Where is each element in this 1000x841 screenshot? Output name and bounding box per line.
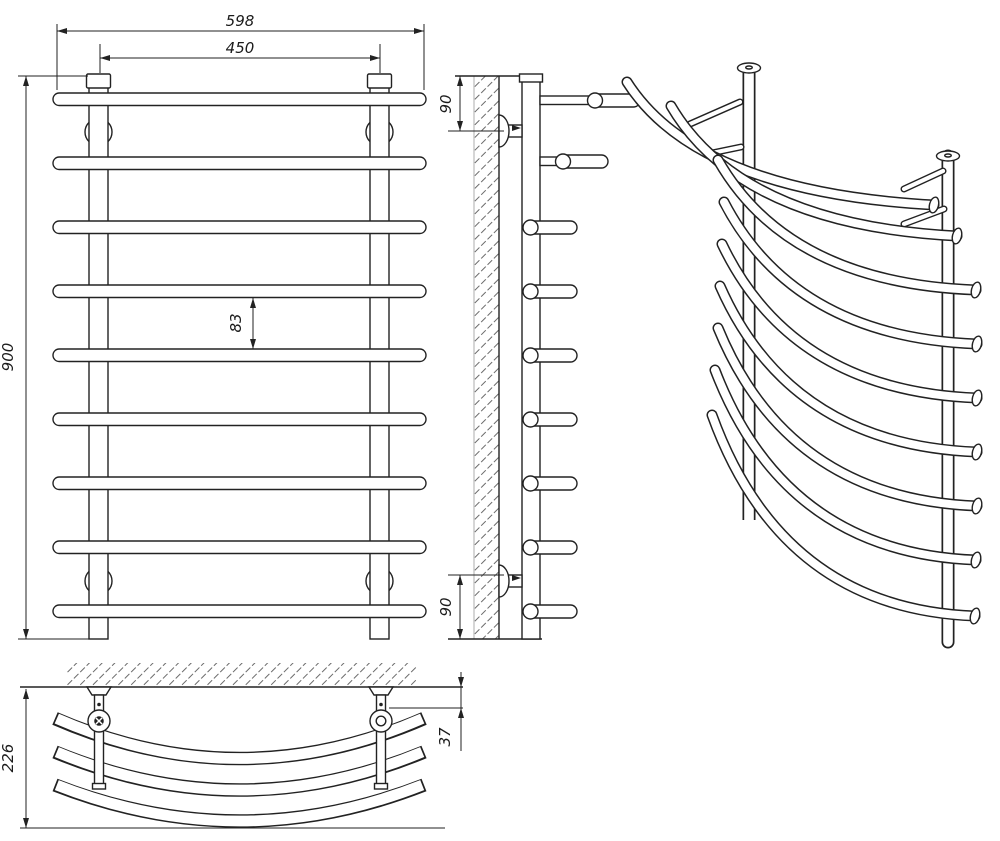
dim-label-226: 226 [0,744,17,773]
plan-view: 226 37 [0,663,464,829]
persp-rung-ends [928,196,983,625]
plan-wall-hatch [67,663,417,687]
front-view: 598 450 900 83 [0,12,427,640]
front-post-cap-left [85,73,112,89]
side-rung-5 [522,347,578,364]
plan-arcs [52,712,427,828]
front-rung-4 [52,284,427,299]
side-rung-4 [522,283,578,300]
front-rung-6 [52,412,427,427]
dim-label-450: 450 [226,39,255,57]
side-rung-1 [539,92,641,109]
perspective-view [621,62,983,649]
front-post-cap-right [366,73,393,89]
dim-label-598: 598 [226,12,255,30]
dim-label-37: 37 [436,727,454,747]
front-rung-9 [52,604,427,619]
front-rung-3 [52,220,427,235]
dim-mount-spacing: 450 [99,39,381,73]
side-rung-6 [522,411,578,428]
side-post-cap [518,73,544,83]
dim-rung-gap: 83 [227,298,256,349]
dim-label-90-bottom: 90 [437,597,455,616]
plan-bracket-left [85,686,113,790]
dim-overall-width: 598 [56,12,425,90]
front-rung-2 [52,156,427,171]
plan-hole-right [375,715,387,727]
front-rung-5 [52,348,427,363]
dim-label-900: 900 [0,343,17,372]
front-rung-8 [52,540,427,555]
side-rung-2 [539,153,609,170]
dim-label-90-top: 90 [437,94,455,113]
dim-top-mount-offset: 90 [437,76,504,132]
side-rung-9 [522,603,578,620]
side-view: 90 90 [437,73,641,640]
front-rung-1 [52,92,427,107]
side-wall-hatch [474,76,499,639]
dim-label-83: 83 [227,313,245,332]
side-rung-3 [522,219,578,236]
side-rung-7 [522,475,578,492]
dim-bottom-mount-offset: 90 [437,574,504,639]
plan-bracket-right [367,686,395,790]
dim-wall-to-post: 37 [389,672,464,751]
dim-depth: 226 [0,689,445,829]
side-bracket-bottom [498,564,523,598]
persp-rungs [621,76,983,622]
dim-overall-height: 900 [0,75,95,640]
side-rung-8 [522,539,578,556]
front-rung-7 [52,476,427,491]
